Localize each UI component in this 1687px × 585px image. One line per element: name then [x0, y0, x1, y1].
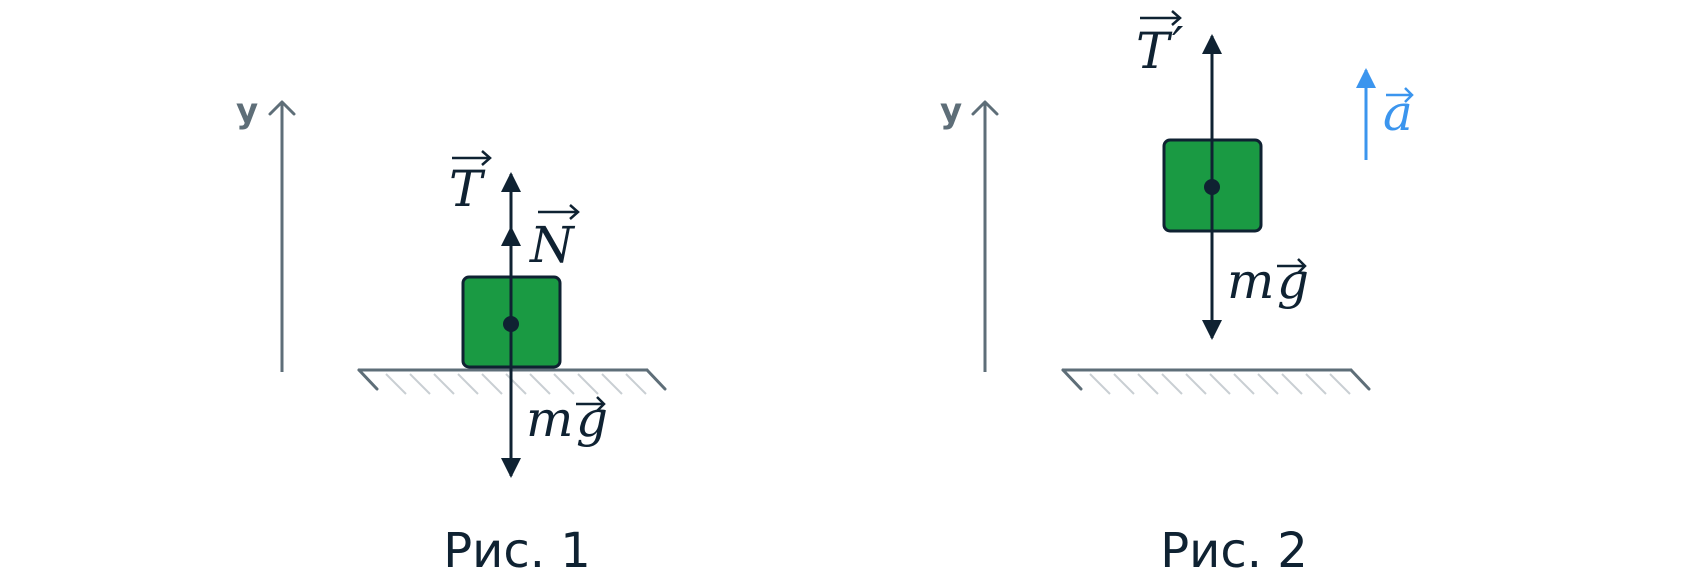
weight-label-1: m g — [526, 390, 608, 448]
axis-label-y-1: y — [236, 91, 258, 131]
surface-hatch-2 — [1089, 373, 1351, 395]
y-axis-1: y — [236, 91, 296, 372]
svg-text:N: N — [529, 216, 576, 274]
vector-arrow-icon — [1386, 87, 1414, 103]
vector-arrow-icon — [452, 150, 492, 166]
svg-text:g: g — [576, 390, 608, 448]
svg-text:a: a — [1383, 84, 1413, 142]
figure-2: y — [940, 10, 1414, 579]
tension-label-2: T ′ — [1136, 10, 1184, 80]
surface-1 — [357, 368, 667, 395]
caption-figure-1: Рис. 1 — [443, 523, 591, 579]
center-of-mass-2 — [1204, 179, 1220, 195]
svg-text:′: ′ — [1172, 16, 1184, 74]
vector-arrow-icon — [1277, 258, 1307, 274]
vector-arrow-icon — [1140, 10, 1182, 26]
center-of-mass-1 — [503, 316, 519, 332]
figure-1: y — [236, 91, 667, 579]
normal-label-1: N — [529, 204, 580, 274]
surface-2 — [1061, 368, 1371, 395]
surface-hatch-1 — [385, 373, 647, 395]
vector-arrow-icon — [576, 396, 606, 412]
svg-text:T: T — [449, 160, 486, 218]
svg-text:m: m — [526, 390, 573, 448]
caption-figure-2: Рис. 2 — [1160, 523, 1308, 579]
tension-label-1: T — [449, 150, 492, 218]
axis-label-y-2: y — [940, 91, 962, 131]
svg-text:m: m — [1227, 252, 1274, 310]
vector-arrow-icon — [538, 204, 580, 220]
acceleration-label-2: a — [1383, 84, 1414, 142]
weight-label-2: m g — [1227, 252, 1309, 310]
svg-text:g: g — [1277, 252, 1309, 310]
y-axis-2: y — [940, 91, 999, 372]
svg-text:T: T — [1136, 22, 1173, 80]
